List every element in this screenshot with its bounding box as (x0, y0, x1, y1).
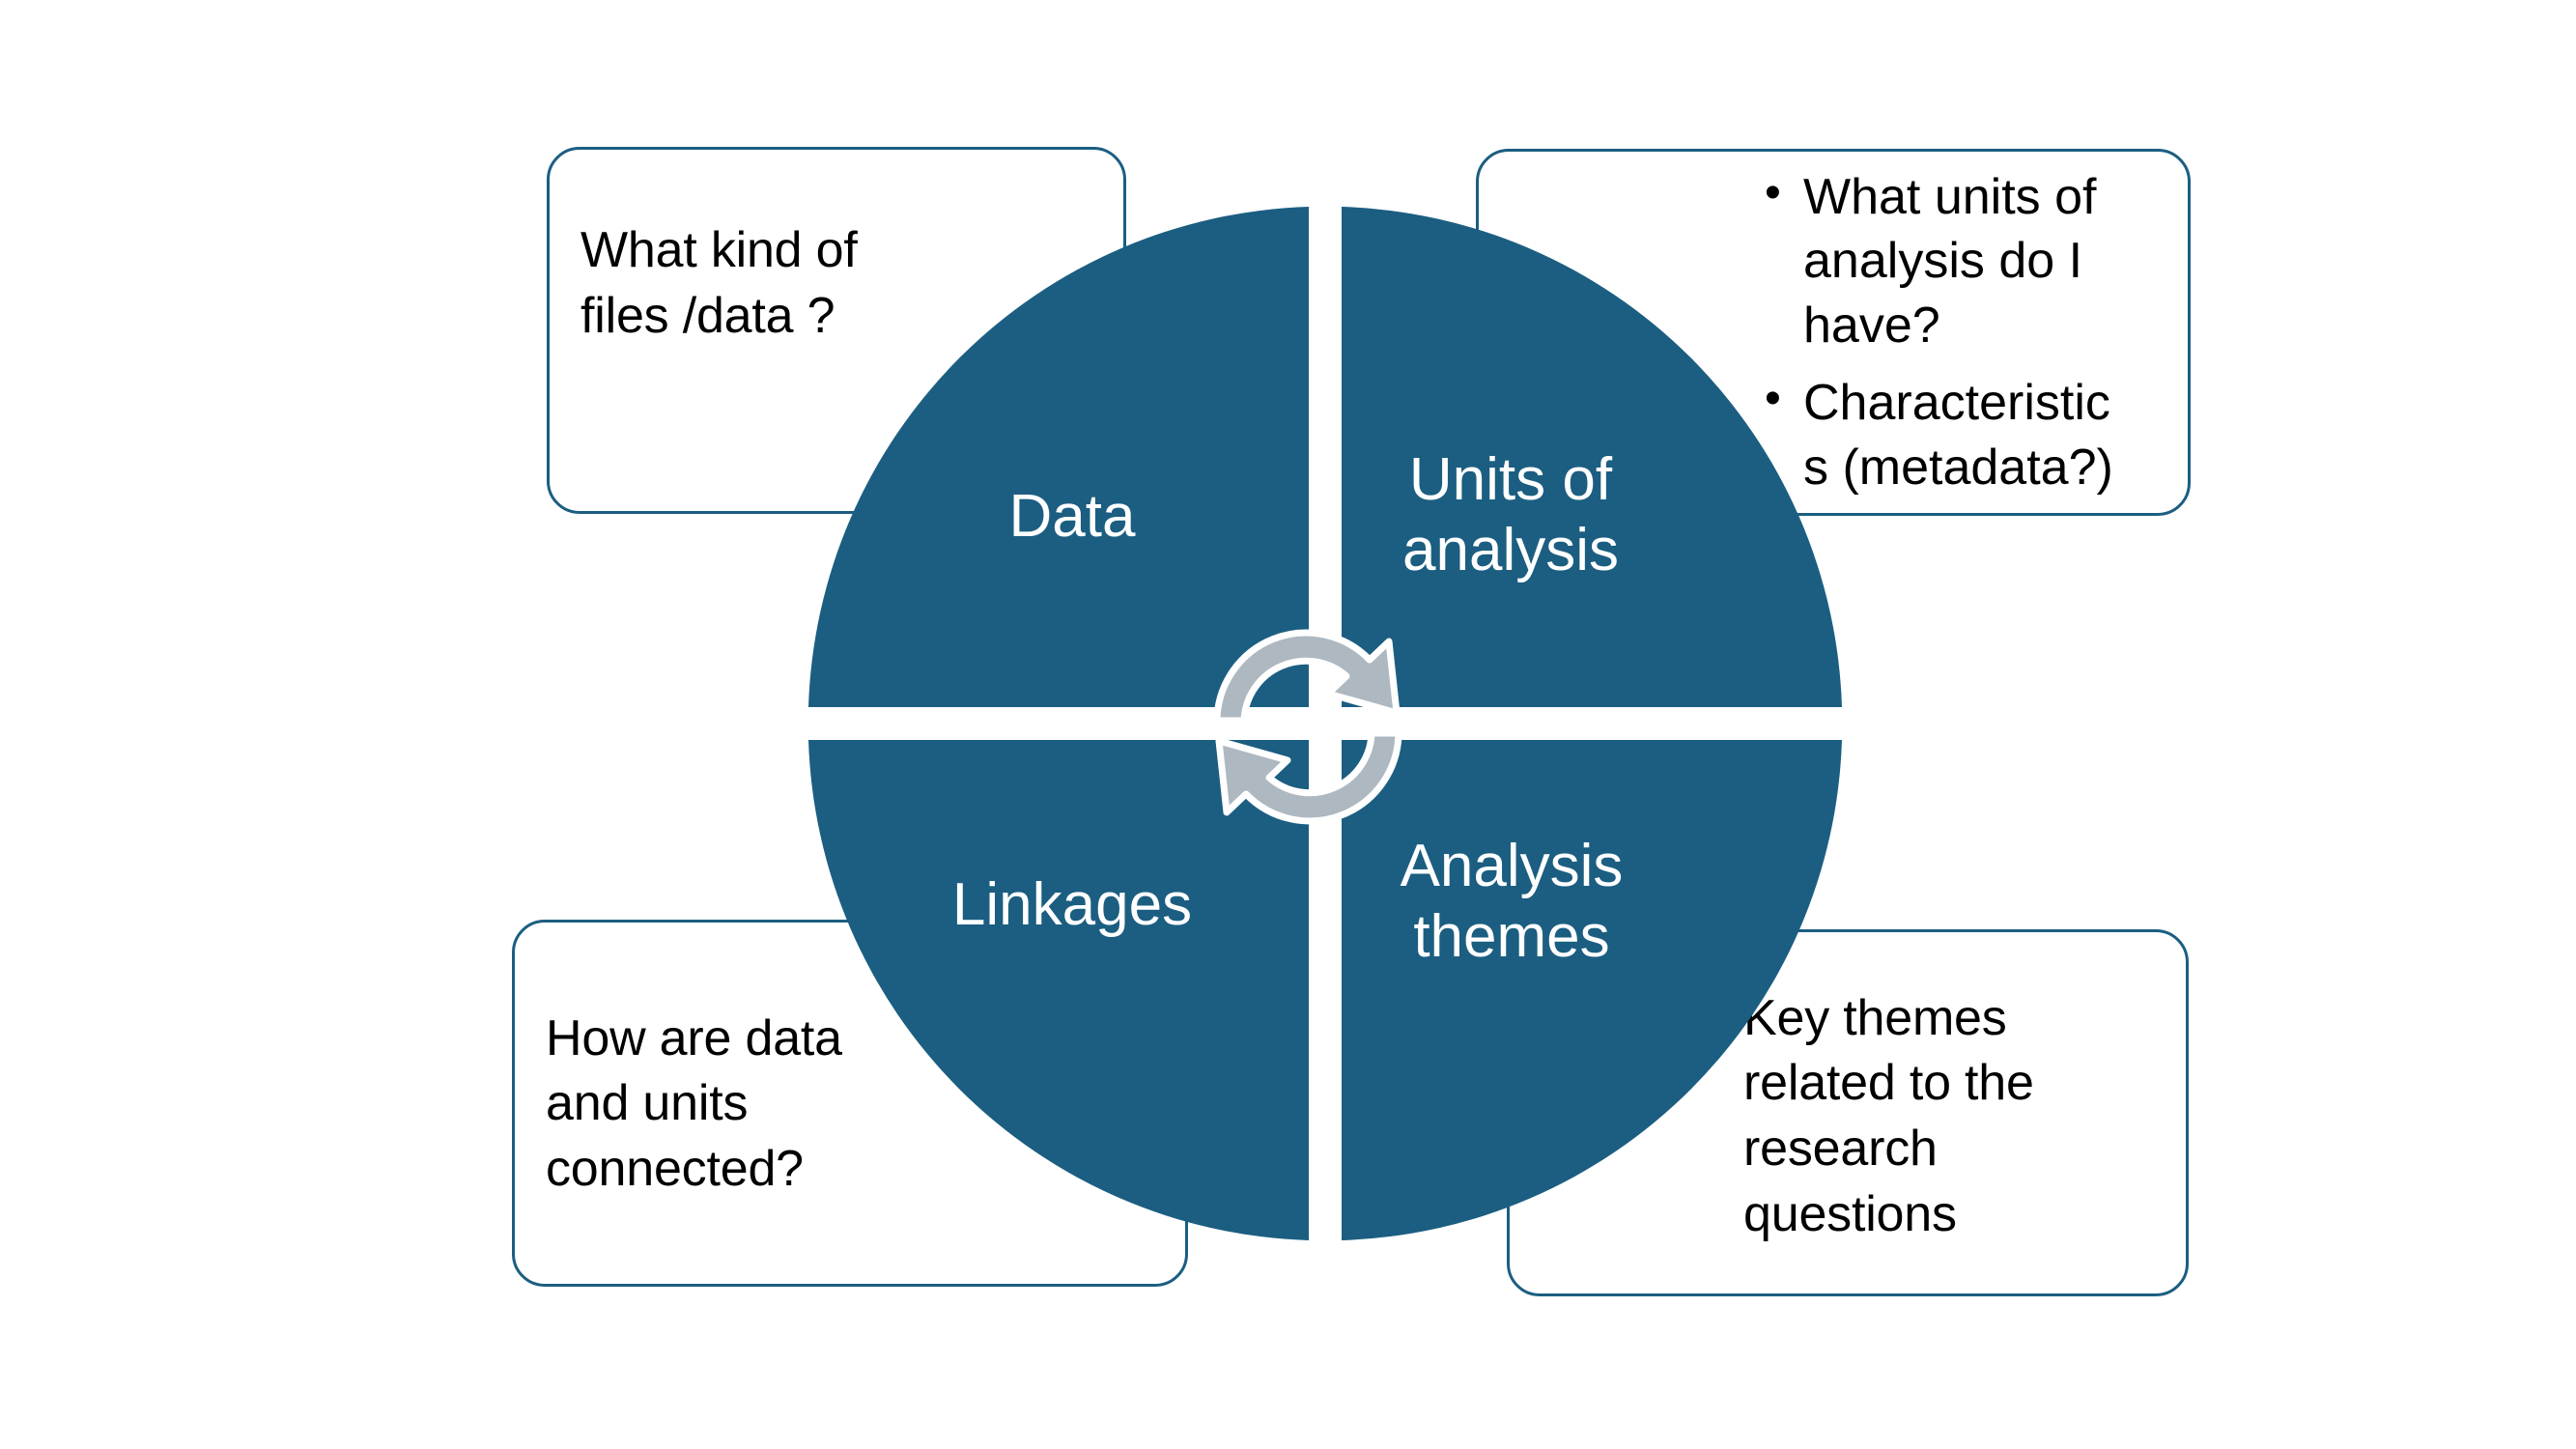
callout-units-bullet-2: Characteristic s (metadata?) (1759, 369, 2188, 499)
quadrant-linkages-shape[interactable] (808, 740, 1309, 1240)
callout-themes-line-1: Key themes (1743, 989, 2007, 1046)
bullet-1-line-3: have? (1803, 297, 1940, 354)
bullet-2-line-2: s (metadata?) (1803, 439, 2113, 496)
bullet-2-line-1: Characteristic (1803, 375, 2110, 432)
callout-linkages-line-2: and units (546, 1075, 749, 1132)
quadrant-wheel (792, 190, 1858, 1257)
quadrant-units-shape[interactable] (1342, 207, 1842, 707)
quadrant-data-shape[interactable] (808, 207, 1309, 707)
callout-data-line-2: files /data ? (580, 288, 835, 344)
quadrant-themes-shape[interactable] (1342, 740, 1842, 1240)
callout-data-text: What kind of files /data ? (550, 218, 1123, 349)
cycle-arrows (1200, 607, 1451, 848)
callout-themes-text: Key themes related to the research quest… (1510, 986, 2186, 1247)
bottom-cycle-arrow-icon (1215, 729, 1402, 825)
callout-themes-line-4: questions (1743, 1185, 1957, 1242)
callout-linkages-line-1: How are data (546, 1009, 842, 1066)
callout-themes-line-2: related to the (1743, 1055, 2034, 1112)
bullet-1-line-2: analysis do I (1803, 233, 2083, 290)
callout-linkages-line-3: connected? (546, 1140, 804, 1197)
top-cycle-arrow-icon (1213, 629, 1401, 724)
callout-linkages-text: How are data and units connected? (515, 1007, 1185, 1203)
callout-themes-line-3: research (1743, 1121, 1938, 1177)
callout-units-bullet-list: What units of analysis do I have? Charac… (1479, 163, 2188, 500)
callout-data-line-1: What kind of (580, 222, 858, 279)
callout-units-bullet-1: What units of analysis do I have? (1759, 163, 2188, 358)
bullet-1-line-1: What units of (1803, 168, 2097, 225)
